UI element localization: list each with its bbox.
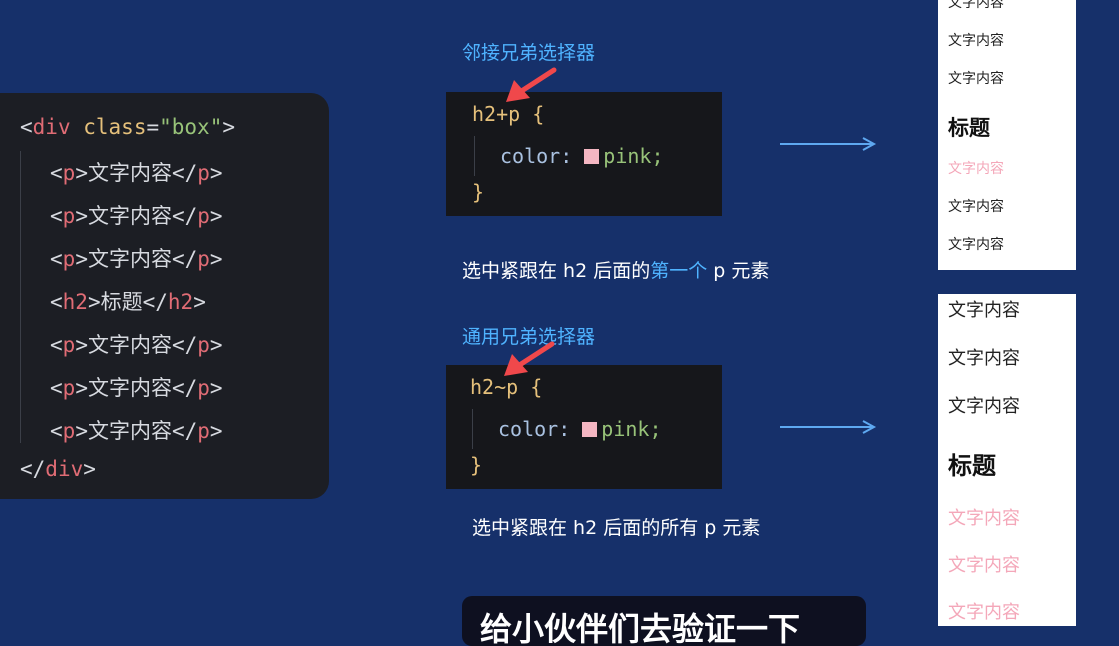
preview-paragraph: 文字内容 — [948, 508, 1020, 529]
preview-title: 标题 — [948, 116, 990, 140]
preview-paragraph: 文字内容 — [948, 237, 1004, 253]
preview-paragraph: 文字内容 — [948, 33, 1004, 49]
preview-paragraph: 文字内容 — [948, 602, 1020, 623]
code-line-div-open: <div class="box"> — [20, 115, 235, 139]
preview-paragraph: 文字内容 — [948, 199, 1004, 215]
general-preview: 文字内容文字内容文字内容标题文字内容文字内容文字内容 — [938, 294, 1076, 626]
preview-paragraph: 文字内容 — [948, 0, 1004, 11]
adjacent-preview: 文字内容文字内容文字内容标题文字内容文字内容文字内容 — [938, 0, 1076, 270]
adjacent-heading: 邻接兄弟选择器 — [462, 42, 596, 64]
code-line-p: <p>文字内容</p> — [50, 204, 223, 228]
adjacent-description: 选中紧跟在 h2 后面的第一个 p 元素 — [462, 260, 770, 282]
general-declaration: color: pink; — [498, 417, 662, 441]
indent-guide — [474, 136, 475, 176]
indent-guide — [20, 151, 21, 443]
adjacent-close-brace: } — [472, 180, 485, 204]
general-close-brace: } — [470, 453, 483, 477]
code-line-h2: <h2>标题</h2> — [50, 290, 206, 314]
general-selector: h2~p { — [470, 375, 543, 399]
preview-paragraph: 文字内容 — [948, 300, 1020, 321]
adjacent-selector: h2+p { — [472, 102, 545, 126]
arrow-right-icon — [780, 420, 877, 434]
general-description: 选中紧跟在 h2 后面的所有 p 元素 — [472, 517, 761, 539]
code-line-p: <p>文字内容</p> — [50, 247, 223, 271]
general-code-box: h2~p { color: pink; } — [446, 365, 722, 489]
general-heading: 通用兄弟选择器 — [462, 326, 596, 348]
preview-paragraph: 文字内容 — [948, 396, 1020, 417]
code-line-div-close: </div> — [20, 457, 96, 481]
preview-paragraph: 文字内容 — [948, 71, 1004, 87]
preview-title: 标题 — [948, 452, 996, 480]
pink-swatch — [584, 149, 600, 164]
code-line-p: <p>文字内容</p> — [50, 376, 223, 400]
pink-swatch — [582, 422, 598, 437]
arrow-right-icon — [780, 137, 877, 151]
code-line-p: <p>文字内容</p> — [50, 419, 223, 443]
code-line-p: <p>文字内容</p> — [50, 333, 223, 357]
html-code-panel: <div class="box"> <p>文字内容</p> <p>文字内容</p>… — [0, 93, 329, 499]
preview-paragraph: 文字内容 — [948, 161, 1004, 177]
indent-guide — [472, 409, 473, 449]
code-line-p: <p>文字内容</p> — [50, 161, 223, 185]
preview-paragraph: 文字内容 — [948, 348, 1020, 369]
adjacent-code-box: h2+p { color: pink; } — [446, 92, 722, 216]
red-pointer-arrow-icon — [504, 341, 555, 376]
preview-paragraph: 文字内容 — [948, 555, 1020, 576]
red-pointer-arrow-icon — [506, 67, 557, 102]
video-subtitle: 给小伙伴们去验证一下 — [462, 596, 866, 646]
adjacent-declaration: color: pink; — [500, 144, 664, 168]
